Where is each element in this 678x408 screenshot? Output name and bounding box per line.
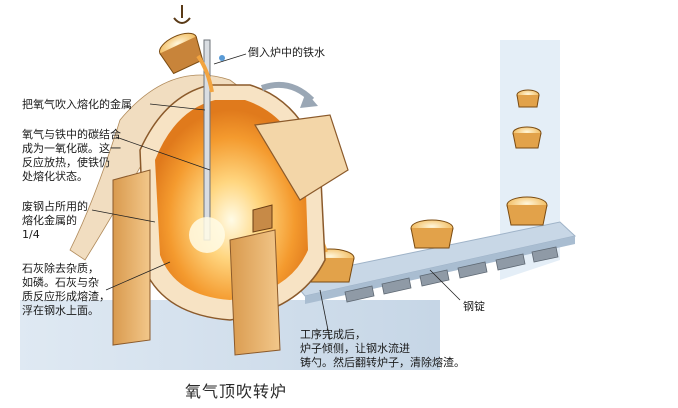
leader-lines (91, 53, 461, 341)
label-lime: 石灰除去杂质， 如磷。石灰与杂 质反应形成熔渣， 浮在钢水上面。 (22, 262, 110, 317)
label-ingot: 钢锭 (463, 300, 485, 313)
ladle-on-belt (410, 219, 454, 249)
lance-glow (189, 217, 225, 253)
label-process-done: 工序完成后， 炉子倾侧，让钢水流进 铸勺。然后翻转炉子，清除熔渣。 (300, 328, 465, 369)
ingot-molds (344, 246, 559, 303)
ladle-small (516, 89, 540, 108)
ladle-large (506, 196, 548, 226)
label-pour-iron: 倒入炉中的铁水 (248, 46, 325, 59)
label-scrap-steel: 废钢占所用的 熔化金属的 1/4 (22, 200, 88, 241)
pouring-ladle (158, 32, 204, 75)
left-pillar (112, 169, 151, 346)
ingot-mold (495, 253, 526, 271)
rotation-arrowhead (300, 92, 318, 108)
ingot-mold (344, 285, 375, 303)
trunnion (252, 204, 273, 233)
ingot-mold (419, 269, 450, 287)
ingot-mold (381, 277, 412, 295)
ladle-mid (512, 126, 542, 149)
pour-marker (219, 55, 225, 61)
iron-pour-stream (196, 54, 214, 93)
right-pillar (229, 229, 281, 356)
ingot-mold (457, 261, 488, 279)
diagram-title: 氧气顶吹转炉 (185, 382, 288, 401)
hoist-hook (173, 5, 191, 24)
label-carbon-reaction: 氧气与铁中的碳结合 成为一氧化碳。这一 反应放热，使铁仍 处熔化状态。 (22, 128, 121, 183)
ingot-mold (531, 246, 559, 263)
label-oxygen-blow: 把氧气吹入熔化的金属 (22, 98, 132, 111)
converter-lip (254, 114, 349, 201)
